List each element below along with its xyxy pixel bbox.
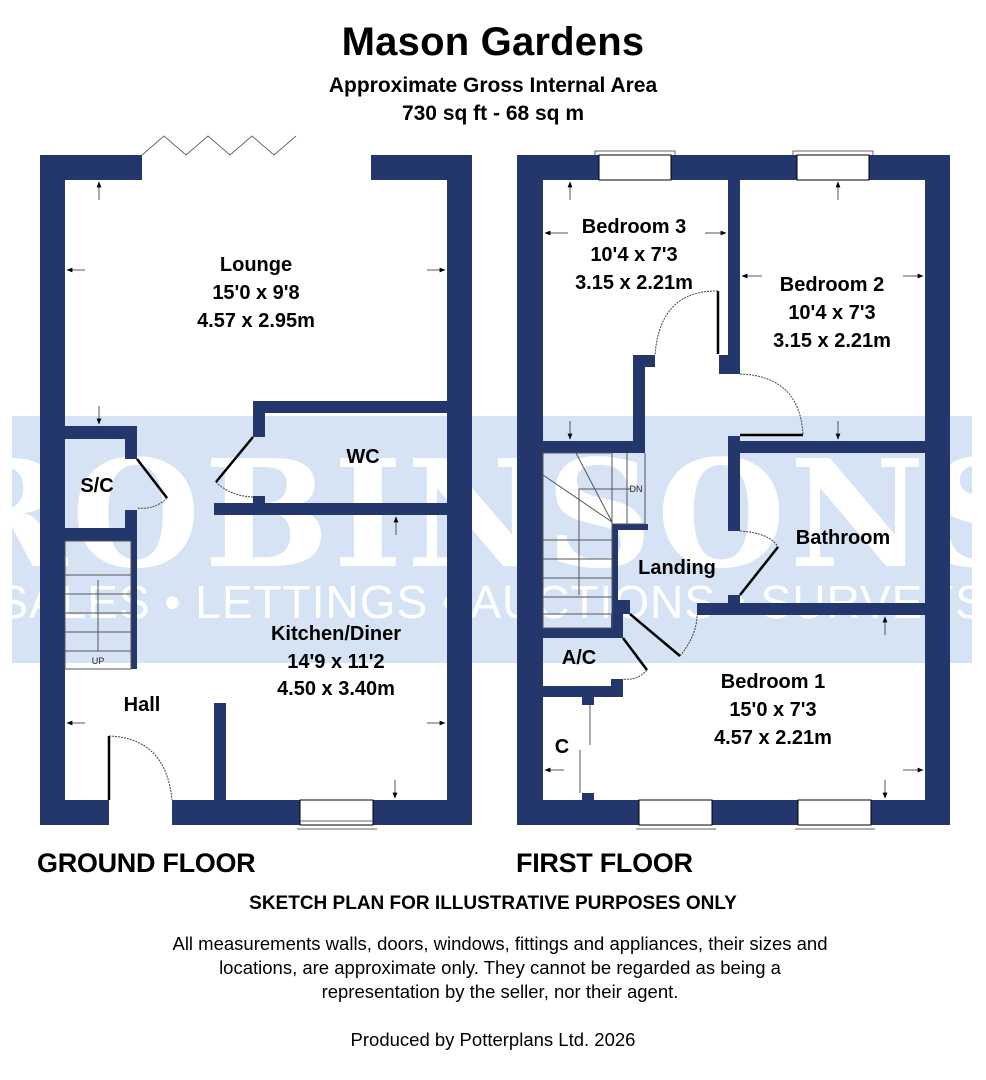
ground-floor-plan [40, 155, 472, 825]
bifold-door-icon [141, 135, 297, 156]
window-icon [796, 154, 870, 181]
sketch-notice: SKETCH PLAN FOR ILLUSTRATIVE PURPOSES ON… [249, 893, 737, 914]
room-name-kitchen: Kitchen/Diner [271, 623, 401, 645]
area-value: 730 sq ft - 68 sq m [401, 102, 585, 125]
staircase-down-icon [542, 452, 646, 629]
room-name-c: C [555, 736, 569, 758]
room-imperial-kitchen: 14'9 x 11'2 [287, 651, 384, 673]
first-floor-plan [517, 155, 950, 825]
ground-floor-label: GROUND FLOOR [37, 848, 256, 878]
room-metric-lounge: 4.57 x 2.95m [197, 310, 315, 332]
first-floor-labels: Bedroom 3 10'4 x 7'3 3.15 x 2.21m Bedroo… [555, 216, 891, 758]
disclaimer: All measurements walls, doors, windows, … [172, 933, 828, 1002]
room-metric-kitchen: 4.50 x 3.40m [277, 678, 395, 700]
ground-floor-fixtures [64, 135, 377, 830]
watermark-brand: ROBINSONS [0, 427, 986, 601]
ground-floor-labels: Lounge 15'0 x 9'8 4.57 x 2.95m WC S/C Ki… [80, 254, 401, 716]
room-imperial-bedroom-3: 10'4 x 7'3 [590, 244, 677, 266]
room-imperial-bedroom-1: 15'0 x 7'3 [729, 699, 816, 721]
window-icon [598, 154, 672, 181]
room-name-lounge: Lounge [220, 254, 292, 276]
room-imperial-lounge: 15'0 x 9'8 [212, 282, 299, 304]
plan-title: Mason Gardens [341, 20, 645, 64]
room-metric-bedroom-1: 4.57 x 2.21m [714, 727, 832, 749]
room-name-bathroom: Bathroom [796, 527, 890, 549]
floor-plan-drawing: ROBINSONS SALES • LETTINGS • AUCTIONS • … [0, 135, 986, 830]
room-metric-bedroom-3: 3.15 x 2.21m [575, 272, 693, 294]
room-name-landing: Landing [638, 557, 716, 579]
area-label: Approximate Gross Internal Area [328, 74, 658, 97]
room-name-bedroom-3: Bedroom 3 [582, 216, 686, 238]
room-name-ac: A/C [562, 647, 596, 669]
watermark: ROBINSONS SALES • LETTINGS • AUCTIONS • … [0, 416, 986, 663]
staircase-up-icon [64, 540, 132, 670]
watermark-tagline: SALES • LETTINGS • AUCTIONS • SURVEYS [0, 576, 986, 628]
ground-floor-dimension-arrows [66, 181, 446, 799]
room-name-sc: S/C [80, 475, 113, 497]
first-floor-windows [594, 150, 875, 830]
stairs-down-label: DN [630, 484, 643, 494]
stairs-up-label: UP [92, 656, 105, 666]
first-floor-label: FIRST FLOOR [516, 848, 693, 878]
room-name-hall: Hall [124, 694, 161, 716]
room-name-bedroom-1: Bedroom 1 [721, 671, 825, 693]
room-name-wc: WC [346, 446, 379, 468]
window-icon [638, 799, 713, 826]
room-metric-bedroom-2: 3.15 x 2.21m [773, 330, 891, 352]
room-name-bedroom-2: Bedroom 2 [780, 274, 884, 296]
ground-floor-doors [107, 436, 254, 801]
first-floor-dimension-arrows [544, 181, 924, 799]
window-icon [797, 799, 872, 826]
produced-by: Produced by Potterplans Ltd. 2026 [350, 1029, 636, 1050]
first-floor-doors [579, 290, 804, 793]
room-imperial-bedroom-2: 10'4 x 7'3 [788, 302, 875, 324]
